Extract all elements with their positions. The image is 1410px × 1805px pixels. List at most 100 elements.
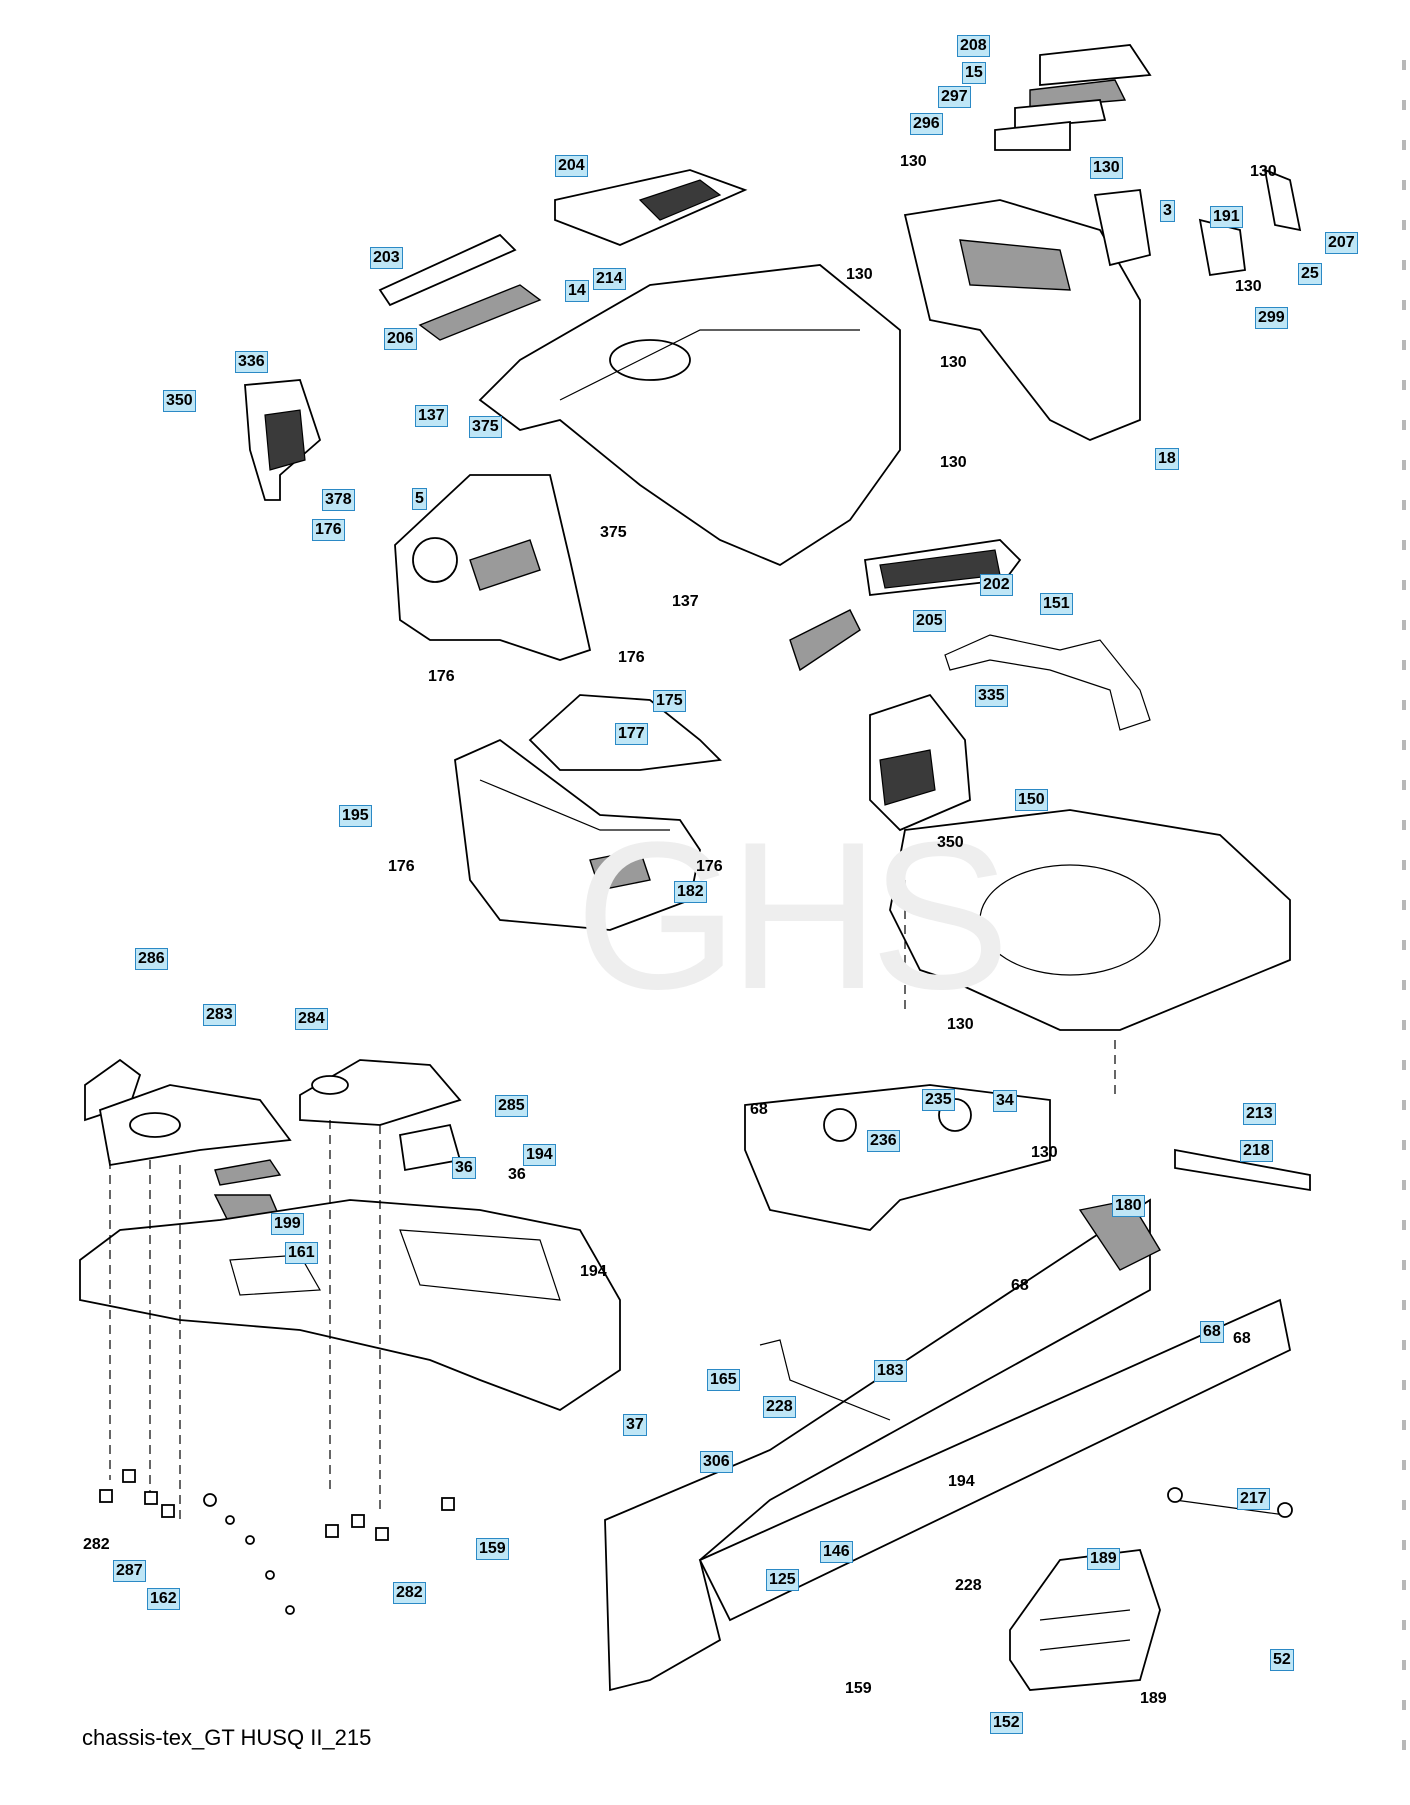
part-203-strip <box>378 233 517 307</box>
callout-151: 151 <box>1040 593 1073 615</box>
callout-194: 194 <box>948 1473 975 1490</box>
callout-335: 335 <box>975 685 1008 707</box>
callout-130: 130 <box>940 454 967 471</box>
part-side-panel-335 <box>869 693 971 832</box>
part-hardware <box>99 1469 1293 1615</box>
callout-195: 195 <box>339 805 372 827</box>
callout-207: 207 <box>1325 232 1358 254</box>
callout-68: 68 <box>750 1101 768 1118</box>
callout-152: 152 <box>990 1712 1023 1734</box>
callout-285: 285 <box>495 1095 528 1117</box>
part-headlight-bracket <box>1198 218 1247 277</box>
callout-296: 296 <box>910 113 943 135</box>
callout-130: 130 <box>846 266 873 283</box>
part-footrest-152 <box>1009 1549 1161 1691</box>
callout-37: 37 <box>623 1414 647 1436</box>
part-dash-5 <box>394 474 592 661</box>
watermark: GHS <box>575 798 1010 1033</box>
callout-283: 283 <box>203 1004 236 1026</box>
callout-159: 159 <box>476 1538 509 1560</box>
part-hood-shell <box>478 264 901 567</box>
callout-68: 68 <box>1233 1330 1251 1347</box>
callout-125: 125 <box>766 1569 799 1591</box>
callout-176: 176 <box>696 858 723 875</box>
callout-218: 218 <box>1240 1140 1273 1162</box>
callout-235: 235 <box>922 1089 955 1111</box>
callout-130: 130 <box>940 354 967 371</box>
callout-282: 282 <box>393 1582 426 1604</box>
callout-176: 176 <box>618 649 645 666</box>
callout-130: 130 <box>900 153 927 170</box>
callout-206: 206 <box>384 328 417 350</box>
callout-378: 378 <box>322 489 355 511</box>
callout-130: 130 <box>1031 1144 1058 1161</box>
callout-287: 287 <box>113 1560 146 1582</box>
callout-204: 204 <box>555 155 588 177</box>
part-pan-150 <box>889 809 1291 1031</box>
callout-205: 205 <box>913 610 946 632</box>
part-front-bumper <box>903 199 1141 441</box>
callout-375: 375 <box>600 524 627 541</box>
part-side-panel-336 <box>244 379 322 501</box>
callout-130: 130 <box>1250 163 1277 180</box>
callout-176: 176 <box>428 668 455 685</box>
callout-189: 189 <box>1087 1548 1120 1570</box>
callout-282: 282 <box>83 1536 110 1553</box>
callout-18: 18 <box>1155 448 1179 470</box>
callout-297: 297 <box>938 86 971 108</box>
callout-175: 175 <box>653 690 686 712</box>
callout-286: 286 <box>135 948 168 970</box>
callout-194: 194 <box>523 1144 556 1166</box>
callout-14: 14 <box>565 280 589 302</box>
callout-194: 194 <box>580 1263 607 1280</box>
callout-213: 213 <box>1243 1103 1276 1125</box>
callout-350: 350 <box>937 834 964 851</box>
callout-208: 208 <box>957 35 990 57</box>
callout-177: 177 <box>615 723 648 745</box>
part-fender-283 <box>98 1084 292 1167</box>
part-bracket-151 <box>944 634 1151 731</box>
callout-52: 52 <box>1270 1649 1294 1671</box>
callout-137: 137 <box>672 593 699 610</box>
part-lower-dash <box>454 738 701 931</box>
callout-3: 3 <box>1160 200 1175 222</box>
part-199 <box>214 1159 282 1186</box>
callout-130: 130 <box>1090 157 1123 179</box>
part-rod-217 <box>1174 1499 1286 1516</box>
part-206-panel <box>418 284 542 341</box>
callout-150: 150 <box>1015 789 1048 811</box>
part-rod-165 <box>759 1339 891 1421</box>
callout-176: 176 <box>312 519 345 541</box>
callout-199: 199 <box>271 1213 304 1235</box>
part-fender-284 <box>299 1059 462 1126</box>
callout-137: 137 <box>415 405 448 427</box>
callout-159: 159 <box>845 1680 872 1697</box>
diagram-caption: chassis-tex_GT HUSQ II_215 <box>82 1725 372 1750</box>
callout-228: 228 <box>763 1396 796 1418</box>
callout-68: 68 <box>1011 1277 1029 1294</box>
part-fender-37 <box>79 1199 621 1412</box>
part-207 <box>1263 168 1302 232</box>
callout-203: 203 <box>370 247 403 269</box>
callout-350: 350 <box>163 390 196 412</box>
callout-182: 182 <box>674 881 707 903</box>
part-frame-180 <box>604 1198 1292 1692</box>
callout-36: 36 <box>452 1157 476 1179</box>
part-grille-stack <box>994 44 1152 151</box>
callout-15: 15 <box>962 62 986 84</box>
callout-130: 130 <box>1235 278 1262 295</box>
part-205-strip <box>789 609 861 672</box>
callout-36: 36 <box>508 1166 526 1183</box>
callout-217: 217 <box>1237 1488 1270 1510</box>
part-3-plate <box>1093 189 1152 267</box>
callout-68: 68 <box>1200 1321 1224 1343</box>
part-285 <box>398 1123 462 1172</box>
scan-edge <box>1402 60 1406 1760</box>
callout-284: 284 <box>295 1008 328 1030</box>
callout-180: 180 <box>1112 1195 1145 1217</box>
callout-236: 236 <box>867 1130 900 1152</box>
callout-162: 162 <box>147 1588 180 1610</box>
callout-336: 336 <box>235 351 268 373</box>
